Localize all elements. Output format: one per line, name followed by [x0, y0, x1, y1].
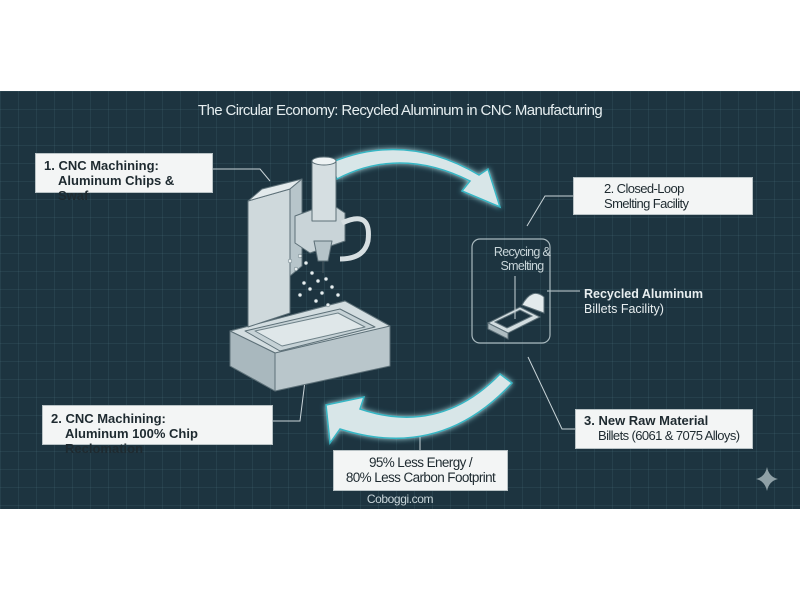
cnc-machine-icon: [229, 156, 391, 392]
connector-step4: [527, 356, 575, 430]
arrow-counterclockwise-bottom-icon: [325, 373, 514, 446]
step-3-title: 2. CNC Machining:: [51, 411, 166, 426]
connector-step2: [526, 195, 573, 227]
facility-caption-line2: Smelting: [500, 259, 544, 273]
diagram-title: The Circular Economy: Recycled Aluminum …: [197, 102, 603, 119]
connector-step3: [273, 372, 307, 422]
facility-label: Recycled Aluminum Billets Facility): [584, 287, 703, 317]
benefits-energy: 95% Less Energy /: [368, 455, 473, 470]
step-1-label: 1. CNC Machining: Aluminum Chips & Swaf: [35, 153, 213, 203]
step-4-subtitle: Billets (6061 & 7075 Alloys): [598, 428, 740, 443]
step-2-subtitle: Smelting Facility: [604, 196, 689, 211]
smelting-facility-icon: [471, 238, 551, 344]
step-4-title: 3. New Raw Material: [584, 413, 709, 428]
step-3-subtitle: Aluminum 100% Chip Reclomation: [65, 426, 198, 456]
step-3-label: 2. CNC Machining: Aluminum 100% Chip Rec…: [42, 405, 273, 456]
sparkle-icon: [756, 467, 778, 491]
step-2-title: 2. Closed-Loop: [604, 181, 684, 196]
connector-step1: [213, 168, 271, 182]
connector-lines: [213, 168, 580, 450]
benefits-label: 95% Less Energy / 80% Less Carbon Footpr…: [333, 450, 508, 491]
step-1-subtitle: Aluminum Chips & Swaf: [58, 173, 175, 203]
arrow-clockwise-top-icon: [329, 148, 502, 209]
facility-label-line1: Recycled Aluminum: [584, 287, 704, 301]
step-4-label: 3. New Raw Material Billets (6061 & 7075…: [575, 409, 753, 449]
step-2-label: 2. Closed-Loop Smelting Facility: [573, 177, 753, 215]
benefits-carbon: 80% Less Carbon Footprint: [345, 470, 496, 485]
diagram-canvas: The Circular Economy: Recycled Aluminum …: [0, 91, 800, 509]
facility-label-line2: Billets Facility): [584, 302, 664, 316]
step-1-title: 1. CNC Machining:: [44, 158, 159, 173]
footer-credit: Coboggi.com: [366, 492, 434, 506]
diagram-artwork: [213, 148, 778, 491]
facility-caption-line1: Recycing &: [493, 245, 551, 259]
facility-caption: Recycing & Smelting: [482, 245, 562, 273]
